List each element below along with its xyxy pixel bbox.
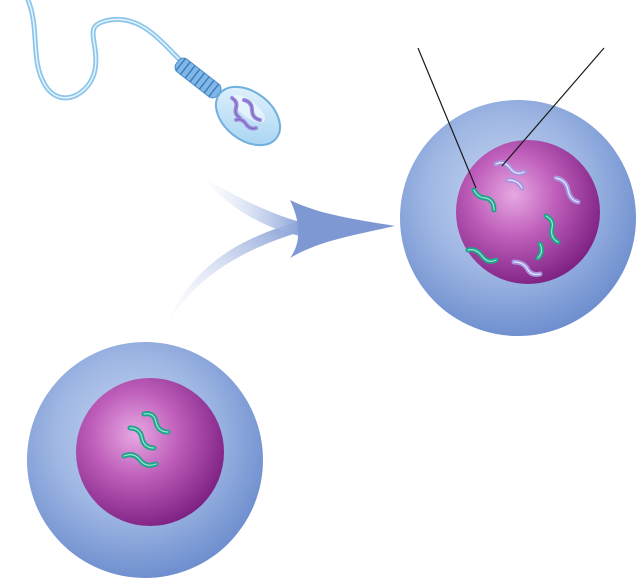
zygote-nucleus	[456, 140, 600, 284]
arrow-head	[290, 200, 395, 258]
arrow-upper-sweep	[200, 175, 300, 236]
sperm-midpiece	[173, 56, 224, 101]
arrow-lower-sweep	[165, 222, 300, 330]
sperm-tail	[28, 0, 180, 98]
zygote-cell	[400, 100, 636, 336]
egg-cell	[27, 342, 263, 578]
sperm-cell	[28, 0, 291, 157]
fertilization-arrow	[165, 175, 395, 330]
egg-nucleus	[76, 378, 224, 526]
